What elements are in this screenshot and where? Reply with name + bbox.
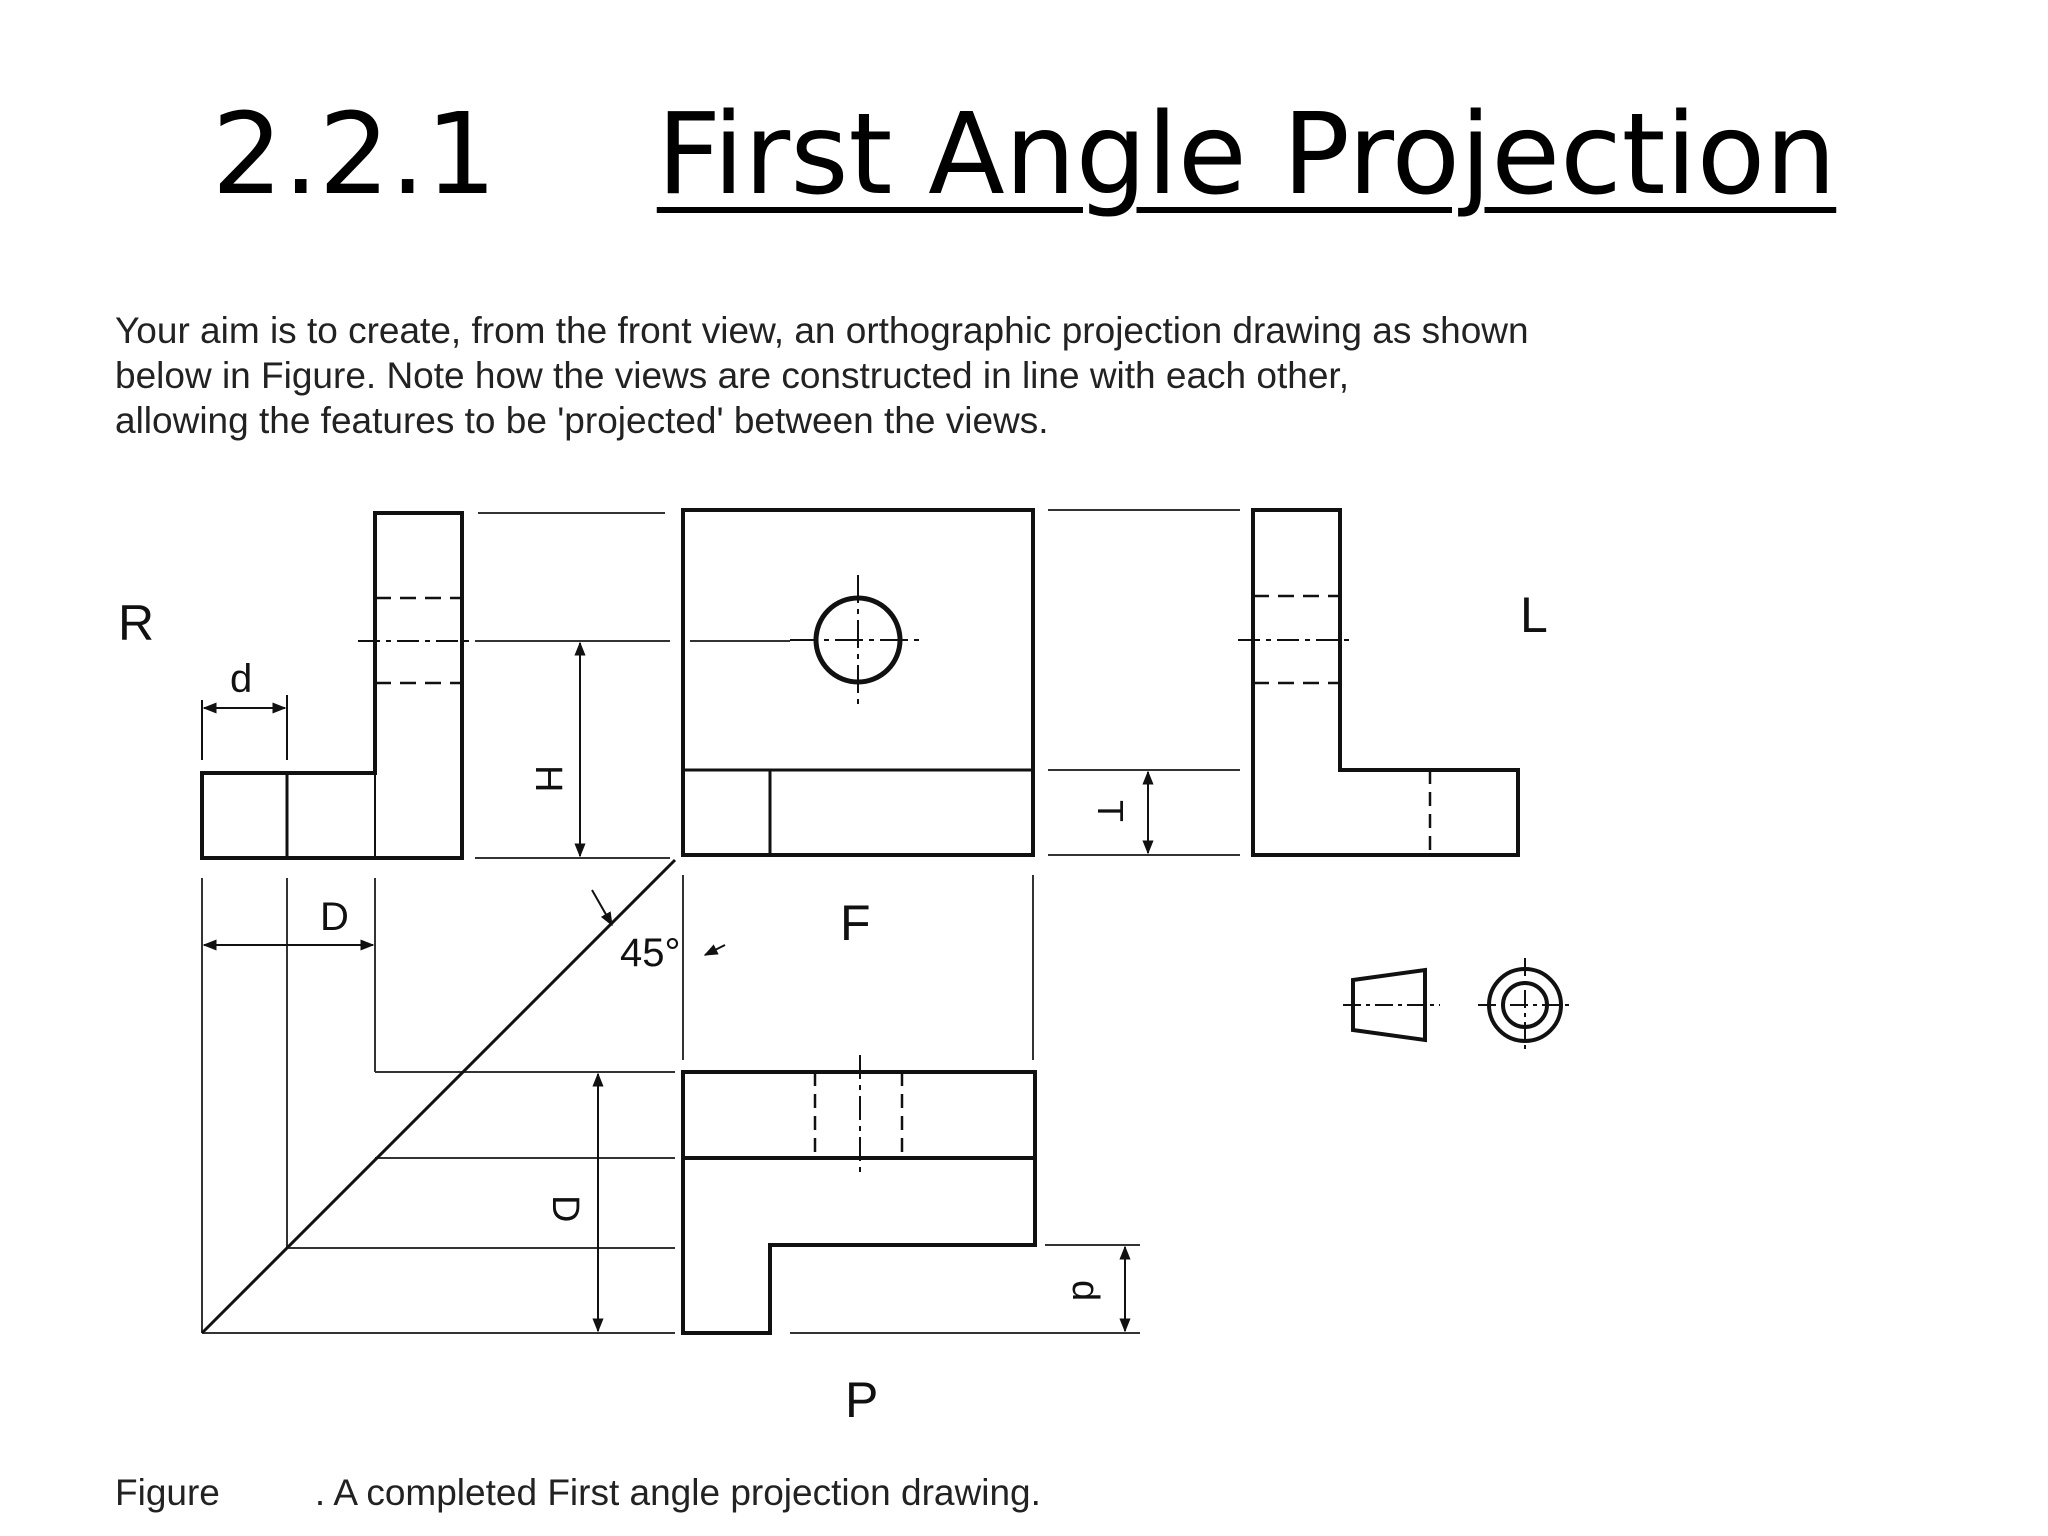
title-text: First Angle Projection [656, 90, 1837, 220]
intro-line: allowing the features to be 'projected' … [115, 400, 1049, 441]
dimension-lines [201, 641, 1154, 1333]
intro-line: Your aim is to create, from the front vi… [115, 310, 1529, 351]
plan-view [681, 1055, 1037, 1335]
dim-label-T: T [1090, 800, 1131, 822]
projection-lines [201, 509, 1240, 1334]
right-view [200, 511, 478, 860]
view-label-left: L [1520, 587, 1548, 643]
figure-caption: Figure . A completed First angle projecti… [115, 1472, 1041, 1514]
left-view [1238, 508, 1520, 857]
dim-label-D-vertical: D [544, 1195, 586, 1222]
first-angle-projection-symbol-icon [1343, 958, 1572, 1052]
caption-text: . A completed First angle projection dra… [314, 1472, 1041, 1513]
slide-title: 2.2.1 First Angle Projection [0, 88, 2048, 222]
dim-label-d-bottom: d [1064, 1280, 1106, 1301]
caption-prefix: Figure [115, 1472, 220, 1513]
dim-label-d-top: d [230, 657, 252, 701]
intro-paragraph: Your aim is to create, from the front vi… [115, 308, 1715, 443]
dim-label-H: H [527, 765, 569, 792]
view-label-plan: P [845, 1372, 878, 1428]
dim-label-D-horizontal: D [320, 895, 349, 939]
intro-line: below in Figure. Note how the views are … [115, 355, 1349, 396]
angle-label: 45° [620, 931, 681, 975]
view-label-right: R [118, 595, 154, 651]
front-view [681, 508, 1035, 857]
mitre-line-45 [200, 858, 677, 1335]
view-label-front: F [840, 895, 871, 951]
section-number: 2.2.1 [211, 90, 497, 220]
